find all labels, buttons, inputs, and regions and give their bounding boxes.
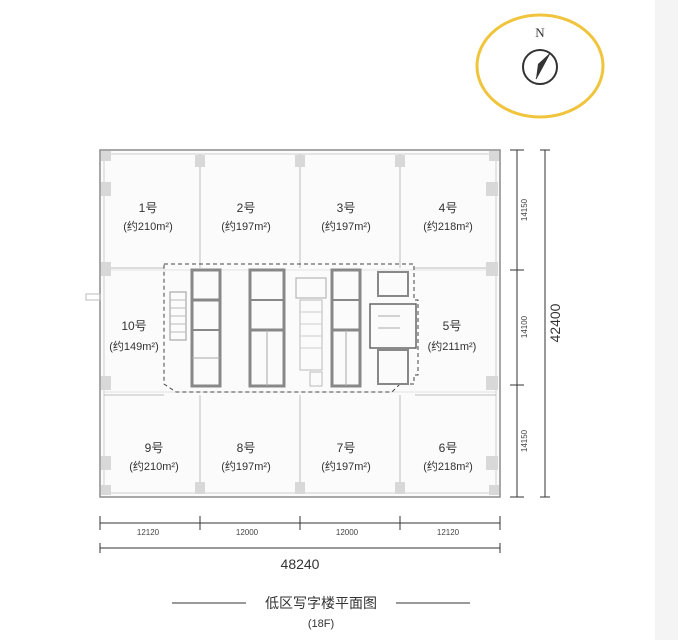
- unit-2-area: (约197m²): [221, 220, 271, 233]
- unit-9-name: 9号: [145, 441, 164, 455]
- compass-highlight-ring: [475, 13, 605, 119]
- core-boundary: [163, 263, 419, 393]
- unit-2-name: 2号: [237, 201, 256, 215]
- dim-bottom-4: 12120: [437, 528, 460, 537]
- unit-9-area: (约210m²): [129, 460, 179, 473]
- dim-right-3: 14150: [520, 429, 529, 452]
- unit-7-name: 7号: [337, 441, 356, 455]
- unit-10-name: 10号: [121, 319, 146, 333]
- unit-10-area: (约149m²): [109, 340, 159, 353]
- unit-labels: 1号 (约210m²) 2号 (约197m²) 3号 (约197m²) 4号 (…: [109, 201, 476, 473]
- unit-3-name: 3号: [337, 201, 356, 215]
- plan-caption: 低区写字楼平面图 (18F): [172, 595, 470, 630]
- right-dimension: 14150 14100 14150 42400: [510, 149, 563, 498]
- dim-bottom-total: 48240: [281, 556, 320, 572]
- unit-6-name: 6号: [439, 441, 458, 455]
- dim-bottom-2: 12000: [236, 528, 259, 537]
- partitions: [104, 154, 496, 493]
- unit-4-name: 4号: [439, 201, 458, 215]
- dim-bottom-1: 12120: [137, 528, 160, 537]
- page-edge: [655, 0, 678, 640]
- building-core: [163, 263, 419, 393]
- dim-bottom-3: 12000: [336, 528, 359, 537]
- dim-right-total: 42400: [547, 303, 563, 342]
- bottom-dimension: 12120 12000 12000 12120 48240: [99, 516, 501, 572]
- compass: N: [475, 13, 605, 119]
- unit-1-area: (约210m²): [123, 220, 173, 233]
- unit-5-name: 5号: [443, 319, 462, 333]
- unit-7-area: (约197m²): [321, 460, 371, 473]
- dim-right-2: 14100: [520, 315, 529, 338]
- unit-1-name: 1号: [139, 201, 158, 215]
- plan-title: 低区写字楼平面图: [265, 595, 377, 611]
- unit-6-area: (约218m²): [423, 460, 473, 473]
- unit-4-area: (约218m²): [423, 220, 473, 233]
- columns: [101, 151, 499, 495]
- north-label: N: [535, 25, 545, 40]
- unit-8-name: 8号: [237, 441, 256, 455]
- unit-5-area: (约211m²): [428, 340, 477, 353]
- unit-8-area: (约197m²): [221, 460, 271, 473]
- north-arrow-icon: [522, 49, 558, 85]
- plan-floor: (18F): [308, 618, 334, 630]
- unit-3-area: (约197m²): [321, 220, 371, 233]
- dim-right-1: 14150: [520, 198, 529, 221]
